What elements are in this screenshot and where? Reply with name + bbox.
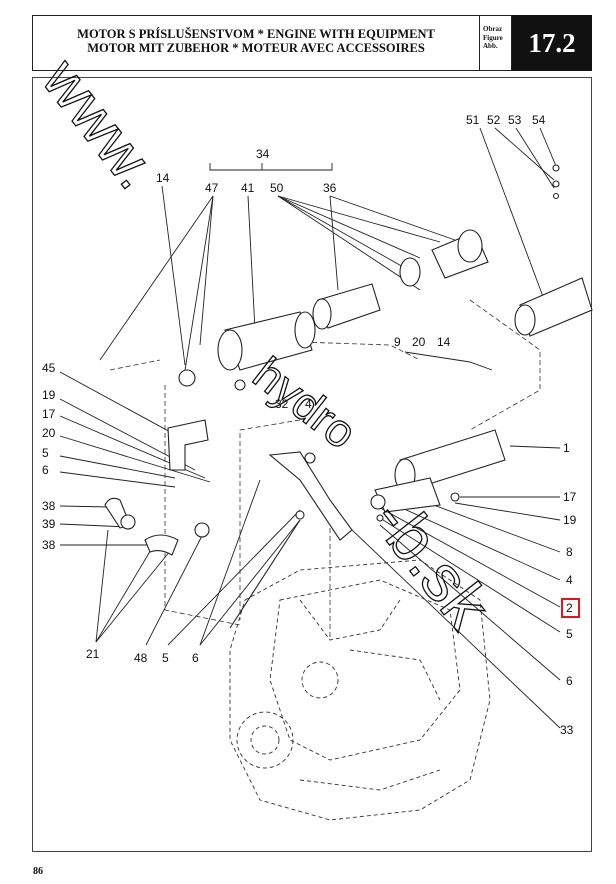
callout-number: 5	[42, 446, 49, 460]
callout-number: 6	[192, 651, 199, 665]
callout-number: 33	[560, 723, 574, 737]
diagram-frame	[32, 77, 592, 852]
callout-number: 14	[156, 171, 170, 185]
callout-number: 5	[162, 651, 169, 665]
callout-number-highlighted: 2	[566, 601, 573, 615]
mount-bracket	[268, 451, 353, 541]
bracket	[167, 419, 209, 471]
header-title-line-1: MOTOR S PRÍSLUŠENSTVOM * ENGINE WITH EQU…	[77, 27, 435, 41]
callout-number: 17	[563, 490, 577, 504]
page-number: 86	[33, 866, 43, 877]
callout-number: 9	[394, 335, 401, 349]
figure-label-line: Abb.	[483, 42, 498, 50]
callout-number: 1	[563, 441, 570, 455]
filter-cap	[217, 329, 243, 371]
callout-number: 45	[42, 361, 56, 375]
callout-number: 4	[566, 573, 573, 587]
callout-number: 38	[42, 499, 56, 513]
filter-ring	[399, 257, 421, 287]
callout-number: 41	[241, 181, 255, 195]
callout-number: 53	[508, 113, 522, 127]
callout-number: 51	[466, 113, 480, 127]
callout-number: 50	[270, 181, 284, 195]
callout-number: 6	[42, 463, 49, 477]
callout-number: 6	[566, 674, 573, 688]
callout-number: 36	[323, 181, 337, 195]
callout-number: 47	[205, 181, 219, 195]
callout-number: 19	[563, 513, 577, 527]
callout-number: 8	[566, 545, 573, 559]
callout-number: 52	[487, 113, 501, 127]
callout-number: 14	[437, 335, 451, 349]
header-title-box: MOTOR S PRÍSLUŠENSTVOM * ENGINE WITH EQU…	[32, 15, 480, 71]
callout-number: 48	[134, 651, 148, 665]
callout-number: 20	[412, 335, 426, 349]
callout-number: 17	[42, 407, 56, 421]
callout-number: 19	[42, 388, 56, 402]
parts-group	[104, 164, 593, 629]
figure-label-line: Figure	[483, 33, 503, 42]
callout-number: 32	[275, 397, 289, 411]
callout-number: 4	[305, 397, 312, 411]
callout-number: 38	[42, 538, 56, 552]
callout-numbers: 34 14 47 41 50 36 51 52 53 54 9 20 14 32…	[42, 113, 577, 737]
callout-number: 54	[532, 113, 546, 127]
figure-label-line: Obraz	[483, 25, 503, 33]
header-title-line-2: MOTOR MIT ZUBEHOR * MOTEUR AVEC ACCESSOI…	[87, 41, 425, 55]
callout-highlight-box[interactable]	[561, 598, 580, 618]
figure-number: 17.2	[512, 15, 592, 71]
callout-number: 39	[42, 517, 56, 531]
callout-number: 20	[42, 426, 56, 440]
engine-block-outline	[229, 559, 491, 821]
watermark-text: www.	[29, 46, 171, 201]
figure-label-box: Obraz Figure Abb.	[480, 15, 512, 71]
callout-number: 34	[256, 147, 270, 161]
callout-number: 5	[566, 627, 573, 641]
callout-number: 21	[86, 647, 100, 661]
